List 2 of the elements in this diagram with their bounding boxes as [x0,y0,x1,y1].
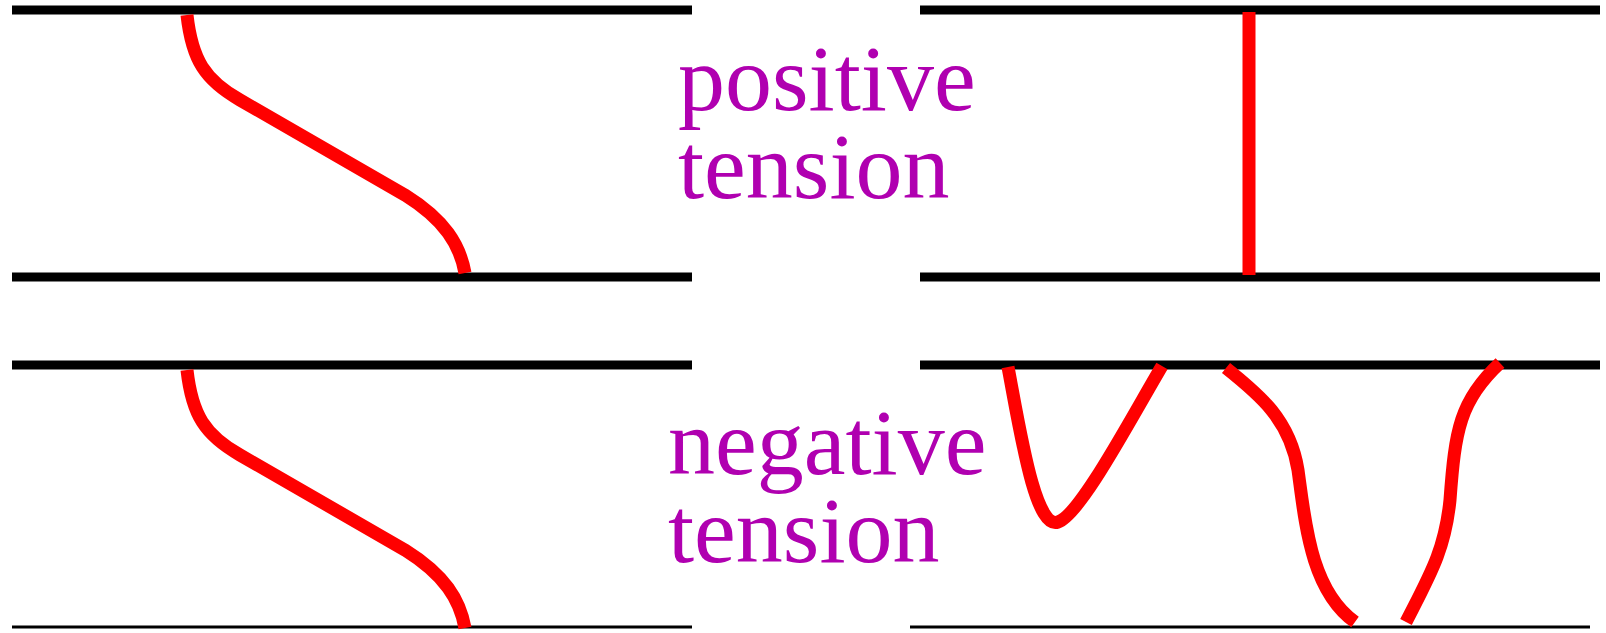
tension-label: negative tension [668,398,988,574]
tension-label: positive tension [678,34,977,210]
